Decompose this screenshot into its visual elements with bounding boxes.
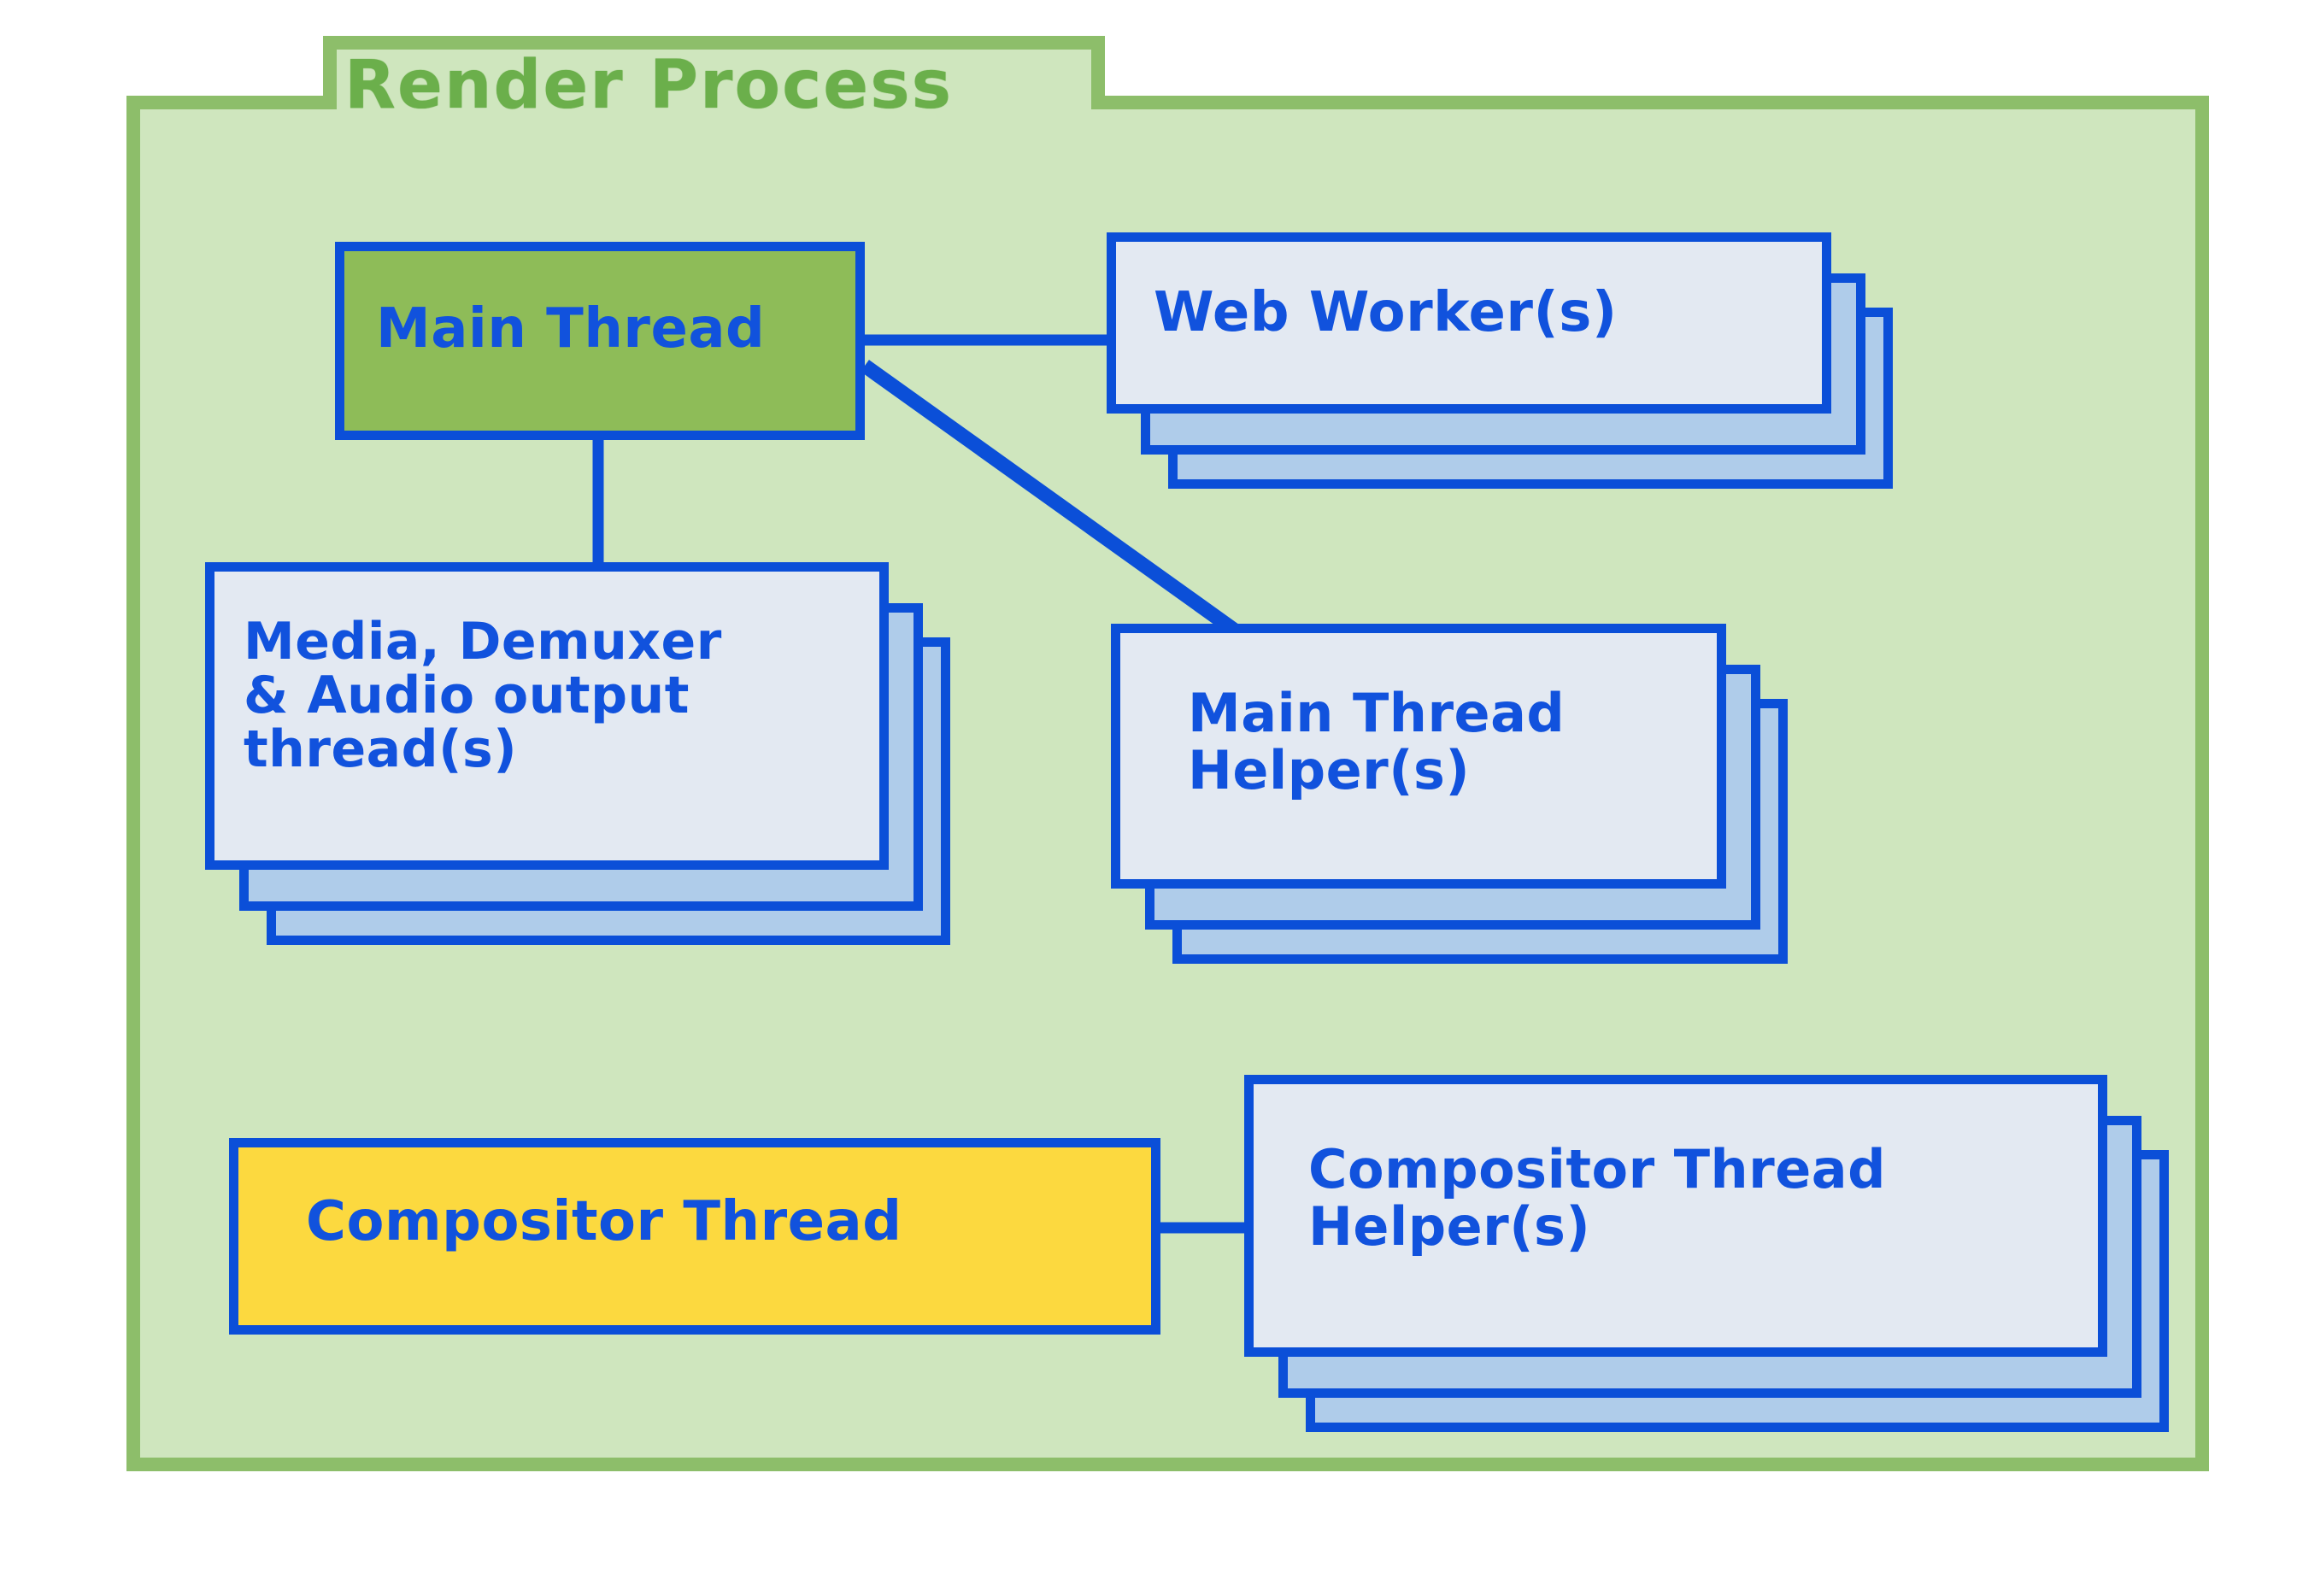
web-workers-card[interactable]: [1107, 232, 1831, 414]
main-thread-label: Main Thread: [376, 297, 766, 361]
compositor-thread-label: Compositor Thread: [306, 1190, 902, 1253]
node-web-workers[interactable]: Web Worker(s): [1107, 232, 1893, 489]
main-thread-helpers-label: Main Thread Helper(s): [1188, 682, 1566, 801]
compositor-thread-card[interactable]: [229, 1138, 1160, 1335]
compositor-thread-helpers-label: Compositor Thread Helper(s): [1308, 1138, 1886, 1258]
node-main-thread-helpers[interactable]: Main Thread Helper(s): [1111, 624, 1795, 965]
compositor-thread-helpers-card[interactable]: [1244, 1075, 2107, 1357]
main-thread-card[interactable]: [335, 242, 865, 440]
node-main-thread[interactable]: Main Thread: [335, 242, 865, 440]
media-demuxer-audio-card[interactable]: [205, 562, 889, 870]
node-media-demuxer-audio[interactable]: Media, Demuxer & Audio output thread(s): [205, 562, 957, 947]
web-workers-label: Web Worker(s): [1154, 281, 1618, 344]
node-compositor-thread[interactable]: Compositor Thread: [229, 1138, 1160, 1335]
main-thread-helpers-card[interactable]: [1111, 624, 1726, 889]
page-title: Render Process: [344, 47, 954, 124]
media-demuxer-audio-label: Media, Demuxer & Audio output thread(s): [244, 612, 722, 779]
node-compositor-thread-helpers[interactable]: Compositor Thread Helper(s): [1244, 1075, 2193, 1434]
